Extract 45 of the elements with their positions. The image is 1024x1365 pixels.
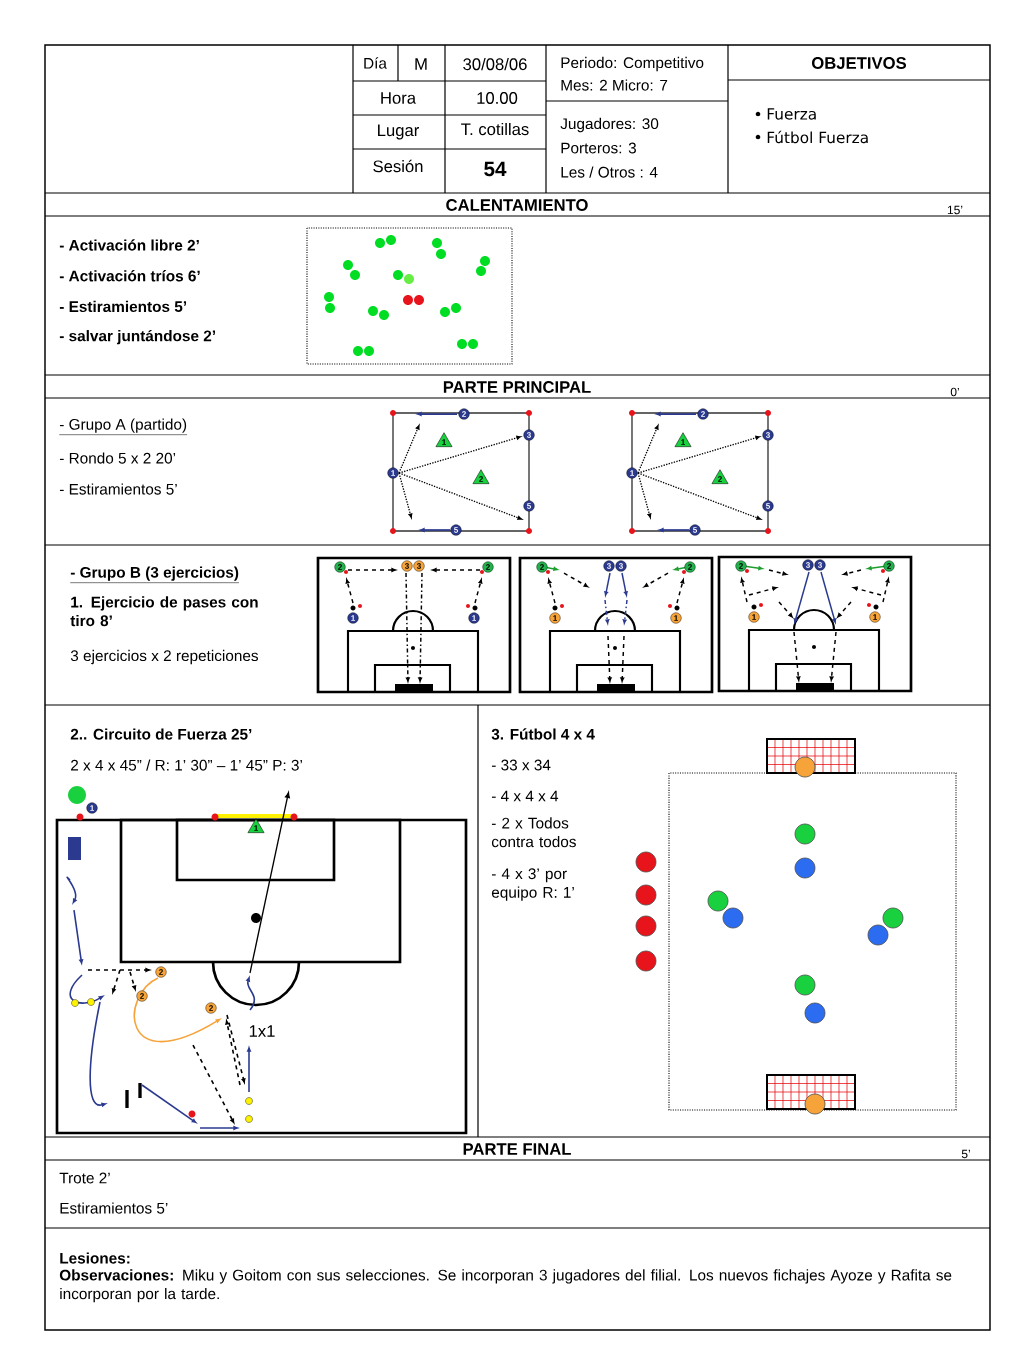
text-label: Porteros: 3 (561, 142, 636, 154)
text-label: - Estiramientos 5’ (59, 300, 187, 313)
text-label: - Estiramientos 5’ (59, 483, 177, 495)
text-label: 15’ (947, 205, 963, 215)
text-label: Observaciones: Miku y Goitom con sus selecciones. Se incorporan 3 jugadores del filial. Los nuevos fichajes Ayoze y Rafita se incorporan por la tarde. (59, 1269, 952, 1303)
text-label: Fútbol Fuerza (767, 130, 868, 144)
text-label: Jugadores: 30 (560, 117, 659, 133)
text-label: Fuerza (767, 108, 816, 120)
text-label: Les / Otros : 4 (561, 166, 658, 178)
text-label: 2.. Circuito de Fuerza 25’ (70, 728, 252, 740)
section-heading: PARTE FINAL (463, 1143, 571, 1155)
text-label: Lugar (378, 124, 419, 140)
text-label: Trote 2’ (59, 1172, 110, 1184)
text-label: - Activación tríos 6’ (59, 270, 200, 282)
text-label: - 33 x 34 (491, 759, 551, 771)
group-heading: - Grupo B (3 ejercicios) (70, 566, 240, 583)
text-label: T. cotillas (461, 122, 529, 136)
text-label: 1. Ejercicio de pases con tiro 8’ (70, 596, 258, 627)
text-label: Mes: 2 Micro: 7 (561, 79, 668, 91)
text-label: 2 x 4 x 45” / R: 1’ 30” – 1’ 45” P: 3’ (71, 759, 302, 771)
text-label: Día (364, 57, 387, 69)
text-label: Lesiones: (60, 1252, 130, 1264)
text-label: - salvar juntándose 2’ (59, 329, 215, 345)
text-label: Periodo: Competitivo (561, 56, 704, 72)
text-label: Estiramientos 5’ (60, 1202, 168, 1214)
group-heading: - Grupo A (partido) (59, 418, 188, 435)
text-label: - Rondo 5 x 2 20’ (59, 452, 176, 464)
text-label: 5’ (961, 1149, 970, 1159)
text-label: 10.00 (477, 92, 518, 104)
text-label: 54 (484, 161, 507, 177)
text-label: 0’ (950, 387, 959, 397)
text-label: Hora (381, 92, 417, 104)
text-label: - 4 x 4 x 4 (491, 790, 559, 802)
text-label: - 4 x 3’ por equipo R: 1’ (491, 868, 574, 901)
text-label: M (415, 58, 427, 70)
text-label: 3. Fútbol 4 x 4 (491, 728, 595, 740)
text-label: 3 ejercicios x 2 repeticiones (70, 649, 258, 665)
section-heading: PARTE PRINCIPAL (443, 381, 591, 393)
text-label: Sesión (373, 159, 423, 173)
text-label: 1x1 (249, 1025, 275, 1037)
text-label: - 2 x Todos contra todos (491, 817, 576, 848)
section-heading: CALENTAMIENTO (446, 199, 588, 211)
text-label: - Activación libre 2’ (59, 239, 199, 251)
text-label: 30/08/06 (463, 57, 527, 71)
text-label: OBJETIVOS (812, 57, 907, 69)
